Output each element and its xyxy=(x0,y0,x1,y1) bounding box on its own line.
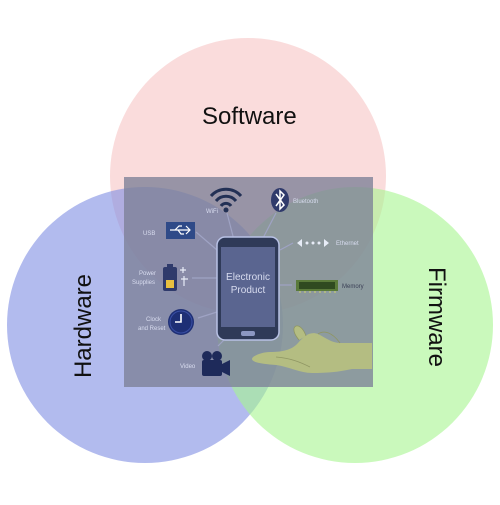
battery-icon xyxy=(163,264,188,291)
device-label-line1: Electronic xyxy=(226,272,270,283)
smartphone-icon xyxy=(216,236,280,341)
video-label: Video xyxy=(180,364,196,370)
bluetooth-label: Bluetooth xyxy=(293,199,318,205)
hand-icon xyxy=(252,325,372,373)
bluetooth-icon xyxy=(271,188,289,212)
clock-label-line2: and Reset xyxy=(138,326,166,332)
clock-label-line1: Clock xyxy=(146,317,162,323)
usb-icon xyxy=(166,222,195,239)
memory-label: Memory xyxy=(342,284,364,290)
center-panel: Electronic Product WiFi Bluetooth USB xyxy=(124,177,373,387)
device-label-line2: Product xyxy=(231,285,266,296)
ethernet-icon xyxy=(297,239,329,247)
ethernet-label: Ethernet xyxy=(336,241,359,247)
wifi-icon xyxy=(209,187,243,213)
hardware-label: Hardware xyxy=(70,273,97,379)
firmware-label: Firmware xyxy=(423,267,450,367)
software-label: Software xyxy=(202,103,297,130)
memory-icon xyxy=(296,280,338,293)
usb-label: USB xyxy=(143,231,155,237)
wifi-label: WiFi xyxy=(206,209,218,215)
power-label-line2: Supplies xyxy=(132,280,155,286)
video-camera-icon xyxy=(202,351,230,376)
power-label-line1: Power xyxy=(139,271,156,277)
clock-icon xyxy=(168,309,194,335)
